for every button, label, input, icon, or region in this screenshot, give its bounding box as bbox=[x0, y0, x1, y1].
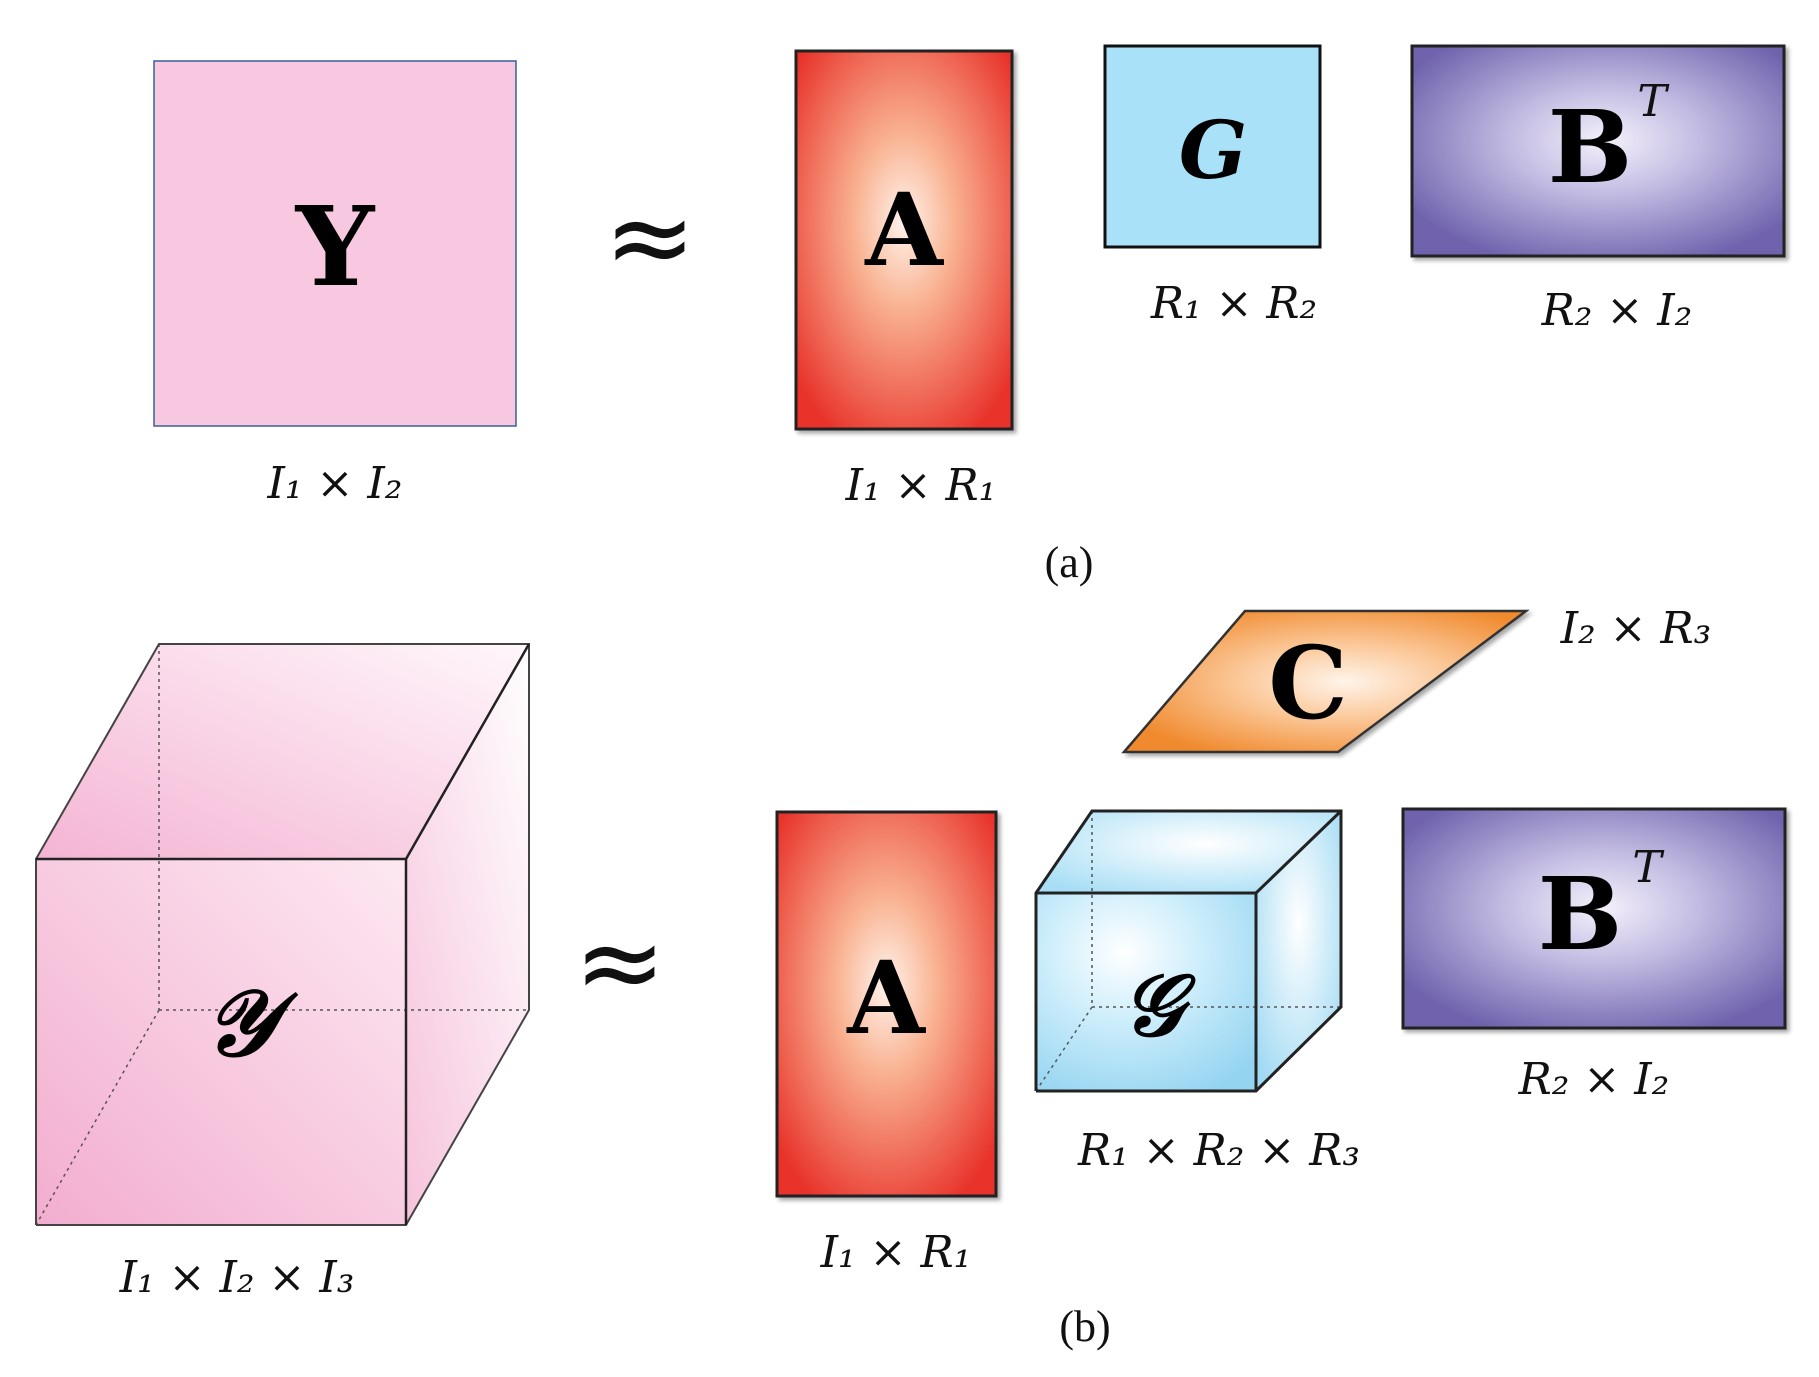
matrix-g: G R₁ × R₂ bbox=[1103, 44, 1322, 329]
factor-c: C I₂ × R₃ bbox=[1121, 603, 1712, 754]
factor-bt: B T R₂ × I₂ bbox=[1401, 807, 1787, 1105]
matrix-y-dims: I₁ × I₂ bbox=[267, 458, 403, 509]
core-g-side-face bbox=[1256, 811, 1341, 1091]
matrix-a-dims: I₁ × R₁ bbox=[845, 460, 997, 511]
factor-bt-box bbox=[1401, 807, 1787, 1030]
matrix-g-box bbox=[1103, 44, 1322, 249]
core-g-cube: 𝒢 R₁ × R₂ × R₃ bbox=[1034, 809, 1360, 1176]
panel-a: Y I₁ × I₂ ≈ A I₁ × R₁ G R₁ × R₂ B T R₂ ×… bbox=[153, 44, 1786, 587]
factor-bt-superscript: T bbox=[1632, 842, 1665, 893]
factor-c-dims: I₂ × R₃ bbox=[1560, 603, 1712, 654]
matrix-bt-dims: R₂ × I₂ bbox=[1541, 285, 1693, 336]
core-g-top-face bbox=[1036, 811, 1341, 893]
matrix-bt-letter: B bbox=[1548, 88, 1633, 206]
matrix-g-dims: R₁ × R₂ bbox=[1150, 278, 1317, 329]
matrix-y: Y I₁ × I₂ bbox=[153, 60, 517, 509]
matrix-bt: B T R₂ × I₂ bbox=[1410, 44, 1786, 336]
factor-a-dims: I₁ × R₁ bbox=[820, 1227, 972, 1278]
matrix-y-letter: Y bbox=[295, 182, 376, 311]
approx-symbol-b: ≈ bbox=[574, 898, 666, 1026]
matrix-a-letter: A bbox=[864, 171, 944, 289]
factor-a-letter: A bbox=[846, 939, 926, 1057]
tensor-y-front-face bbox=[36, 859, 406, 1225]
core-g-front-face bbox=[1036, 893, 1256, 1091]
tensor-y-side-face bbox=[406, 644, 529, 1225]
factor-c-face bbox=[1121, 609, 1530, 754]
core-g-dims: R₁ × R₂ × R₃ bbox=[1077, 1125, 1360, 1176]
matrix-a-box bbox=[794, 49, 1014, 431]
matrix-bt-box bbox=[1410, 44, 1786, 258]
matrix-bt-superscript: T bbox=[1637, 76, 1670, 127]
approx-symbol-a: ≈ bbox=[604, 173, 696, 301]
caption-a: (a) bbox=[1045, 538, 1094, 587]
tensor-y-dims: I₁ × I₂ × I₃ bbox=[119, 1252, 355, 1303]
factor-bt-letter: B bbox=[1538, 855, 1623, 973]
matrix-y-box bbox=[153, 60, 517, 427]
factor-bt-dims: R₂ × I₂ bbox=[1518, 1054, 1670, 1105]
factor-a: A I₁ × R₁ bbox=[775, 810, 998, 1278]
caption-b: (b) bbox=[1059, 1302, 1110, 1351]
matrix-g-letter: G bbox=[1179, 103, 1247, 197]
matrix-a: A I₁ × R₁ bbox=[794, 49, 1014, 511]
factor-a-box bbox=[775, 810, 998, 1198]
panel-b: 𝒴 I₁ × I₂ × I₃ ≈ A I₁ × R₁ C I₂ × R₃ bbox=[35, 603, 1787, 1351]
factor-c-letter: C bbox=[1268, 624, 1348, 742]
tensor-y-cube: 𝒴 I₁ × I₂ × I₃ bbox=[35, 643, 531, 1303]
